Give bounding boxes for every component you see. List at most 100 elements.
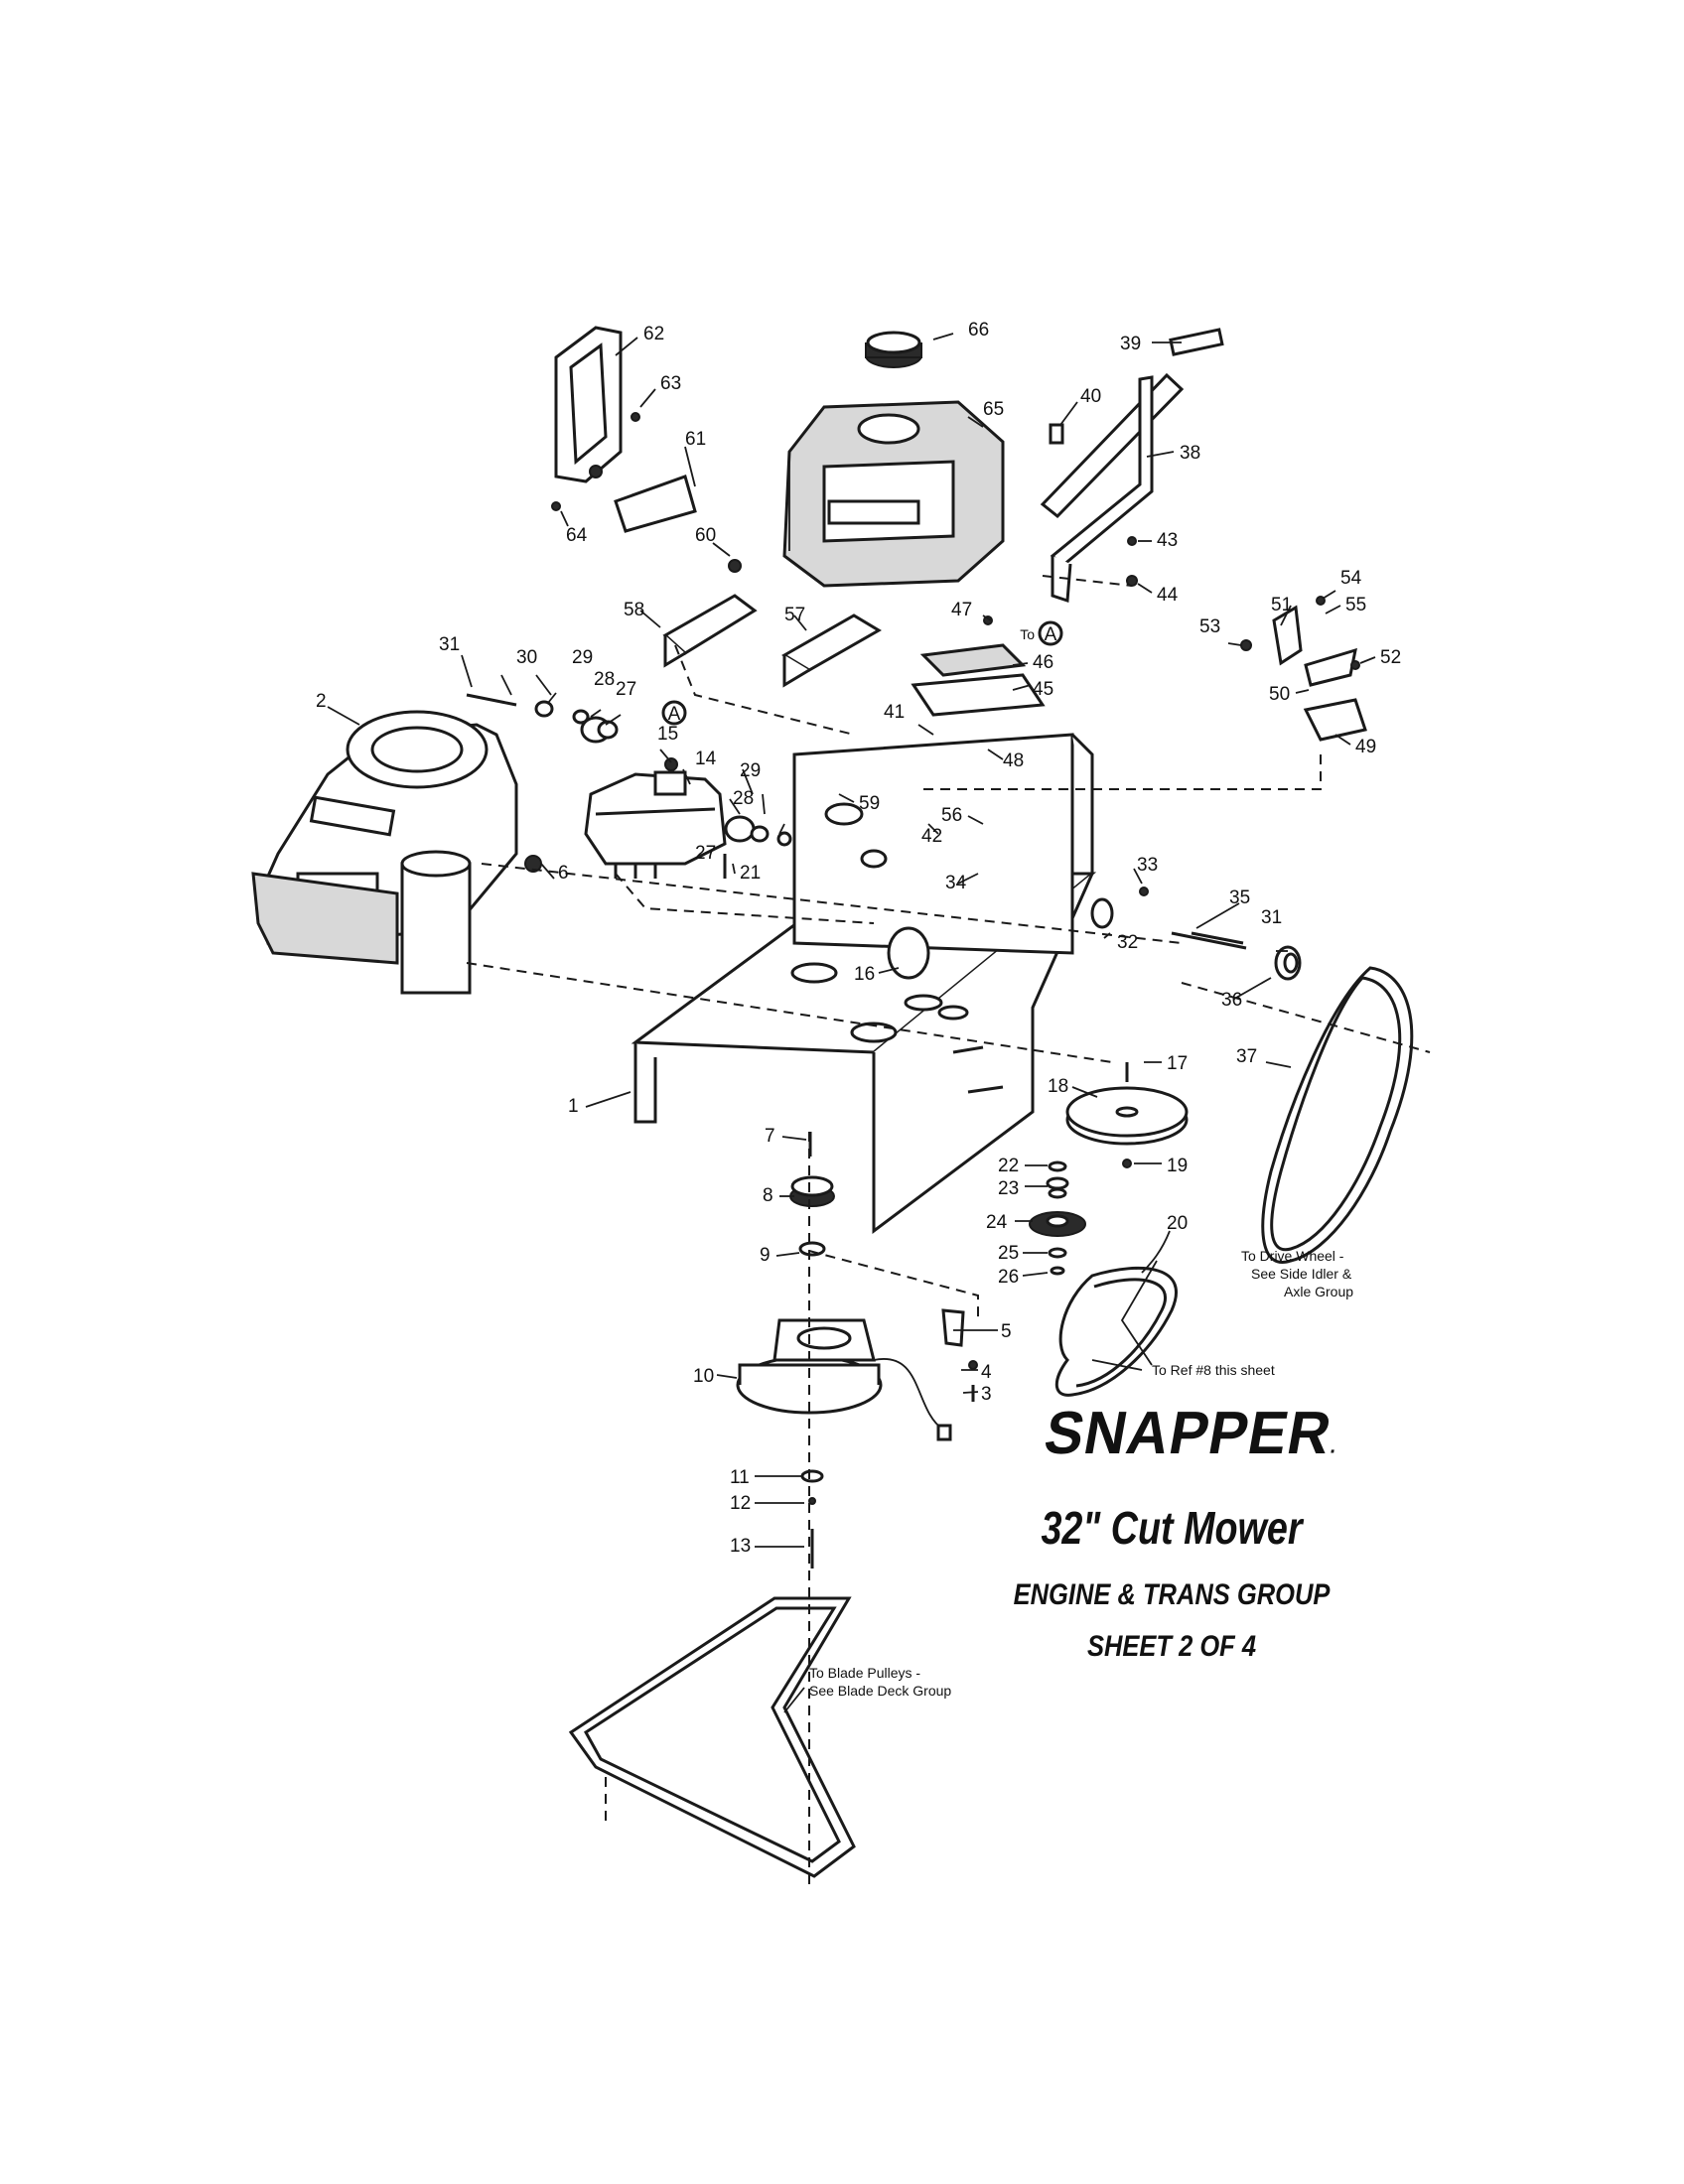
idler-pulley-part (1029, 1160, 1086, 1276)
callout: 3 (981, 1384, 992, 1405)
callout: 7 (765, 1126, 775, 1147)
callout: 19 (1167, 1156, 1188, 1176)
sheet-number: SHEET 2 OF 4 (1086, 1630, 1257, 1663)
callout: 38 (1180, 443, 1200, 464)
drive-belt-part (1261, 966, 1414, 1264)
callout: 36 (1221, 990, 1242, 1011)
engine-part (251, 710, 542, 995)
callout: 59 (859, 793, 880, 814)
callout: 65 (983, 399, 1004, 420)
page-title: 32" Cut Mower (1041, 1502, 1303, 1554)
callout: 43 (1157, 530, 1178, 551)
callout: 48 (1003, 751, 1024, 771)
callout: 11 (730, 1467, 750, 1488)
callout: 16 (854, 964, 875, 985)
callout-leaders (327, 333, 1376, 1713)
callout: 58 (624, 600, 644, 620)
callout: 27 (695, 843, 716, 864)
brand-name: SNAPPER (1039, 1399, 1337, 1467)
callout: 25 (998, 1243, 1019, 1264)
callout: 18 (1048, 1076, 1068, 1097)
callout: 4 (981, 1362, 992, 1383)
idler-bracket-part (1240, 596, 1367, 742)
callout: 24 (986, 1212, 1008, 1233)
callout: 56 (941, 805, 962, 826)
callout: 37 (1236, 1046, 1257, 1067)
note-drive-wheel: See Side Idler & (1251, 1266, 1352, 1282)
callout: 22 (998, 1156, 1019, 1176)
fuel-cap-part (865, 331, 922, 368)
blade-belt-part (568, 1596, 856, 1878)
callout: 21 (740, 863, 761, 884)
callout: 33 (1137, 855, 1158, 876)
callout: 63 (660, 373, 681, 394)
callout: 40 (1080, 386, 1101, 407)
callout: 50 (1269, 684, 1290, 705)
page-subtitle: ENGINE & TRANS GROUP (1013, 1578, 1331, 1611)
callout: 34 (945, 873, 967, 893)
callout: 20 (1167, 1213, 1188, 1234)
note-drive-wheel: To Drive Wheel - (1241, 1248, 1344, 1264)
callout: 27 (616, 679, 636, 700)
pump-belt-part (1054, 1266, 1179, 1397)
callout: 2 (316, 691, 327, 712)
callout: 61 (685, 429, 706, 450)
callout: 32 (1117, 932, 1138, 953)
callout: 1 (568, 1096, 579, 1117)
svg-text:A: A (668, 704, 681, 725)
svg-text:A: A (1045, 624, 1057, 645)
callout: 12 (730, 1493, 751, 1514)
callout: 64 (566, 525, 588, 546)
callout: 9 (760, 1245, 771, 1266)
callout: 42 (921, 826, 942, 847)
chassis-frame-part (631, 733, 1097, 1234)
callout: 60 (695, 525, 716, 546)
callout: 28 (733, 788, 754, 809)
callout: 31 (1261, 907, 1282, 928)
note-ref8: To Ref #8 this sheet (1152, 1362, 1275, 1378)
callout: 51 (1271, 595, 1292, 615)
callout: 28 (594, 669, 615, 690)
fuel-tank-part (782, 400, 1005, 588)
diagram-notes: To Drive Wheel - See Side Idler & Axle G… (809, 1248, 1353, 1699)
callout: 41 (884, 702, 905, 723)
electric-clutch-part (736, 1308, 978, 1441)
brand-logo: SNAPPER. (983, 1399, 1400, 1467)
callout: 17 (1167, 1053, 1188, 1074)
callout: 62 (643, 324, 664, 344)
callout: 26 (998, 1267, 1019, 1288)
battery-bracket-part (551, 326, 697, 533)
callout: 57 (784, 605, 805, 625)
callout: 15 (657, 724, 678, 745)
callout: 47 (951, 600, 972, 620)
callout: 35 (1229, 887, 1250, 908)
callout: 45 (1033, 679, 1053, 700)
callout-numbers: 1 2 3 4 5 6 7 8 9 10 11 12 13 14 15 16 1… (316, 320, 1401, 1557)
cover-plates-part (662, 559, 882, 688)
callout: 13 (730, 1536, 751, 1557)
callout: 30 (516, 647, 537, 668)
callout: 55 (1345, 595, 1366, 615)
clutch-bolt-part (800, 1469, 824, 1569)
tank-strap-part (1040, 328, 1224, 604)
note-blade-pulleys: To Blade Pulleys - (809, 1665, 920, 1681)
callout: 39 (1120, 334, 1141, 354)
svg-text:To: To (1020, 626, 1035, 642)
reference-marker-a: A A To (661, 620, 1063, 726)
callout: 29 (572, 647, 593, 668)
callout: 53 (1199, 616, 1220, 637)
callout: 5 (1001, 1321, 1012, 1342)
callout: 54 (1340, 568, 1362, 589)
blade-pulley-stack-part (789, 1132, 835, 1257)
callout: 23 (998, 1178, 1019, 1199)
brand-mark: . (1329, 1434, 1340, 1458)
transmission-part (466, 693, 930, 980)
callout: 46 (1033, 652, 1053, 673)
callout: 10 (693, 1366, 714, 1387)
note-drive-wheel: Axle Group (1284, 1284, 1353, 1299)
callout: 31 (439, 634, 460, 655)
drive-pulley-part (1065, 1062, 1189, 1168)
assembly-lines (466, 575, 1431, 1886)
callout: 52 (1380, 647, 1401, 668)
